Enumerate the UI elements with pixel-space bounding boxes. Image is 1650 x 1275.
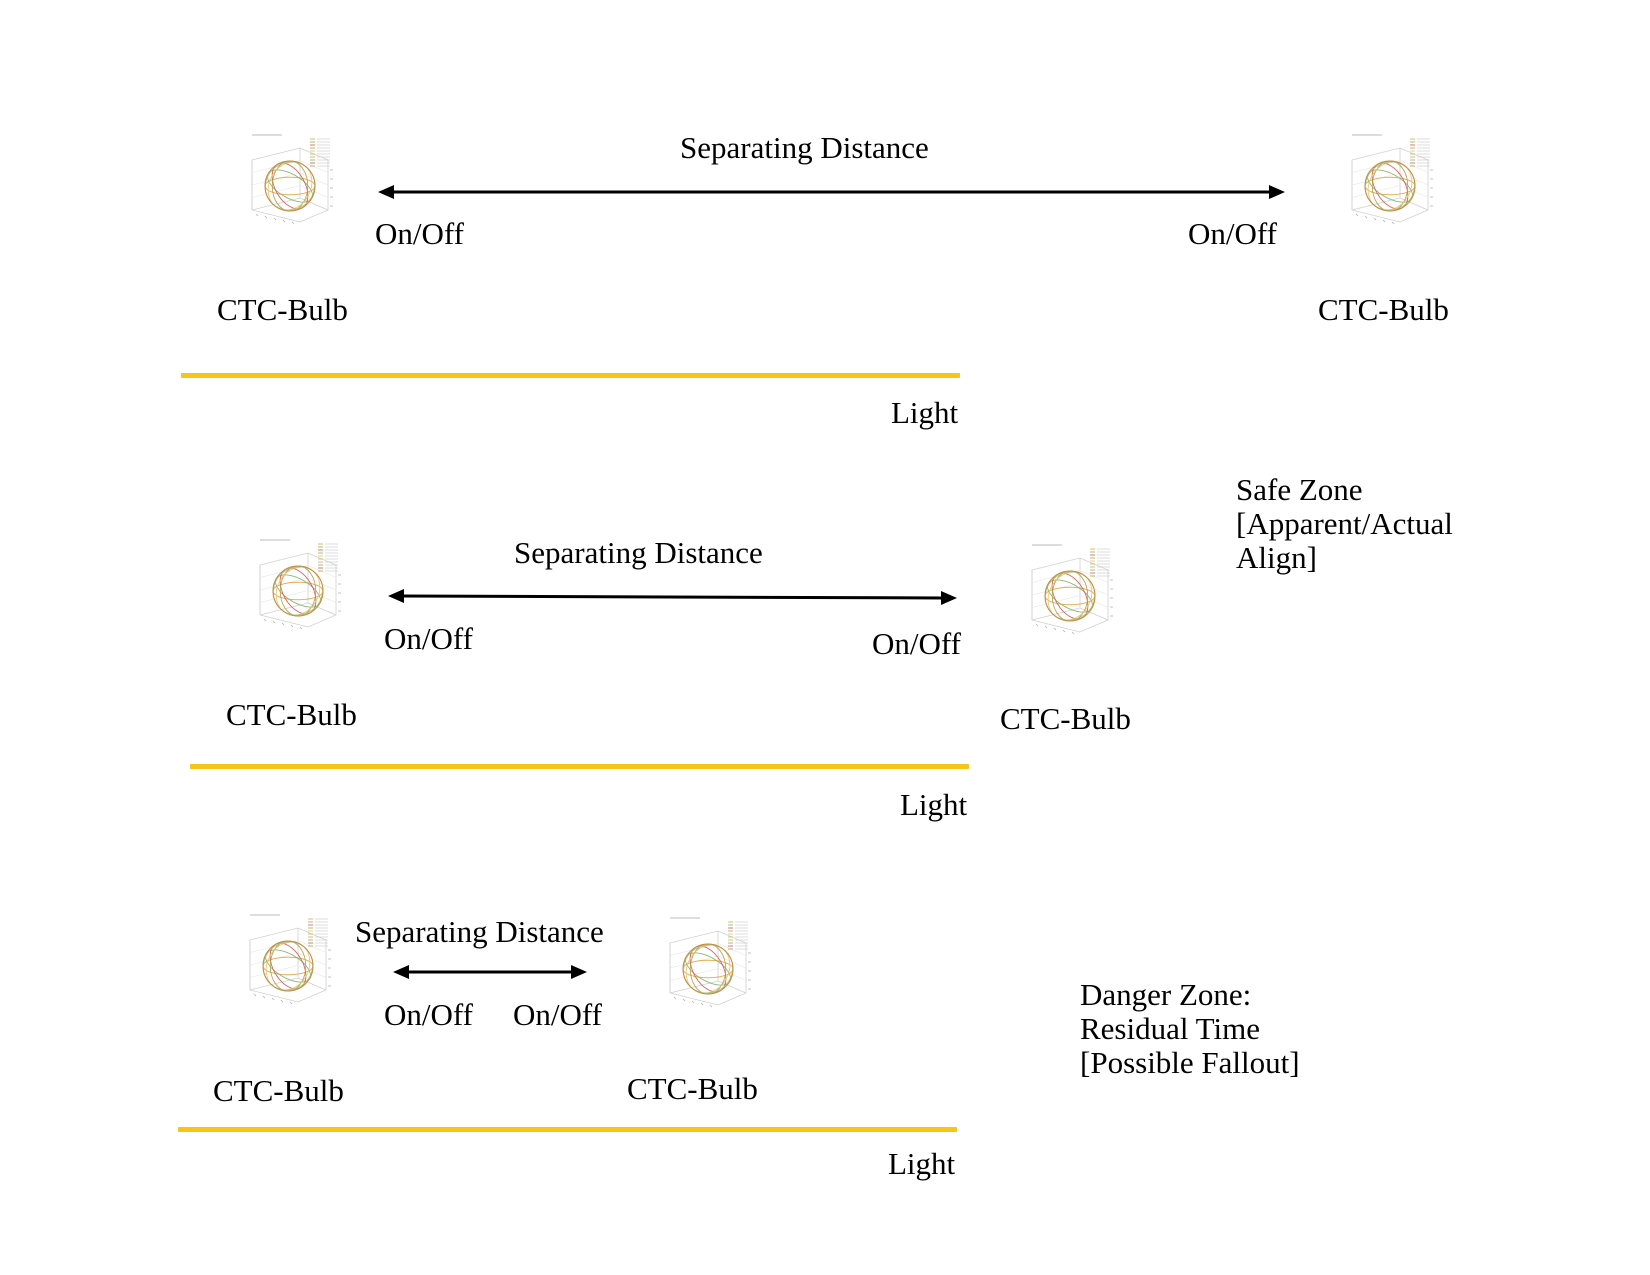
- separating-distance-arrow: [393, 965, 587, 979]
- left-bulb-label: CTC-Bulb: [213, 1073, 344, 1108]
- separating-distance-arrow: [378, 185, 1285, 199]
- light-bar: [181, 373, 960, 378]
- left-switch-label: On/Off: [375, 216, 464, 251]
- bulb-plot-icon: [1031, 544, 1113, 635]
- light-bar: [178, 1127, 957, 1132]
- left-switch-label: On/Off: [384, 997, 473, 1032]
- danger-zone-note: Danger Zone: Residual Time [Possible Fal…: [1080, 978, 1300, 1080]
- safe-zone-line-3: Align]: [1236, 540, 1317, 575]
- bulb-plot-icon: [249, 914, 331, 1005]
- right-bulb-label: CTC-Bulb: [627, 1071, 758, 1106]
- separating-distance-arrow: [388, 589, 957, 605]
- separating-distance-label: Separating Distance: [514, 535, 763, 570]
- danger-zone-line-3: [Possible Fallout]: [1080, 1045, 1300, 1080]
- right-bulb-label: CTC-Bulb: [1000, 701, 1131, 736]
- danger-zone-title: Danger Zone:: [1080, 977, 1252, 1012]
- safe-zone-line-2: [Apparent/Actual: [1236, 506, 1453, 541]
- left-switch-label: On/Off: [384, 621, 473, 656]
- left-bulb-label: CTC-Bulb: [217, 292, 348, 327]
- separating-distance-label: Separating Distance: [355, 914, 604, 949]
- right-switch-label: On/Off: [872, 626, 961, 661]
- bulb-plot-icon: [1351, 134, 1433, 225]
- safe-zone-title: Safe Zone: [1236, 472, 1363, 507]
- bulb-plot-icon: [669, 917, 751, 1008]
- light-label: Light: [888, 1146, 956, 1181]
- light-label: Light: [891, 395, 959, 430]
- danger-zone-line-2: Residual Time: [1080, 1011, 1261, 1046]
- bulb-plot-icon: [259, 539, 341, 630]
- light-bar: [190, 764, 969, 769]
- right-switch-label: On/Off: [1188, 216, 1277, 251]
- safe-zone-note: Safe Zone [Apparent/Actual Align]: [1236, 473, 1453, 575]
- left-bulb-label: CTC-Bulb: [226, 697, 357, 732]
- bulb-plot-icon: [251, 134, 333, 225]
- right-bulb-label: CTC-Bulb: [1318, 292, 1449, 327]
- light-label: Light: [900, 787, 968, 822]
- right-switch-label: On/Off: [513, 997, 602, 1032]
- separating-distance-label: Separating Distance: [680, 130, 929, 165]
